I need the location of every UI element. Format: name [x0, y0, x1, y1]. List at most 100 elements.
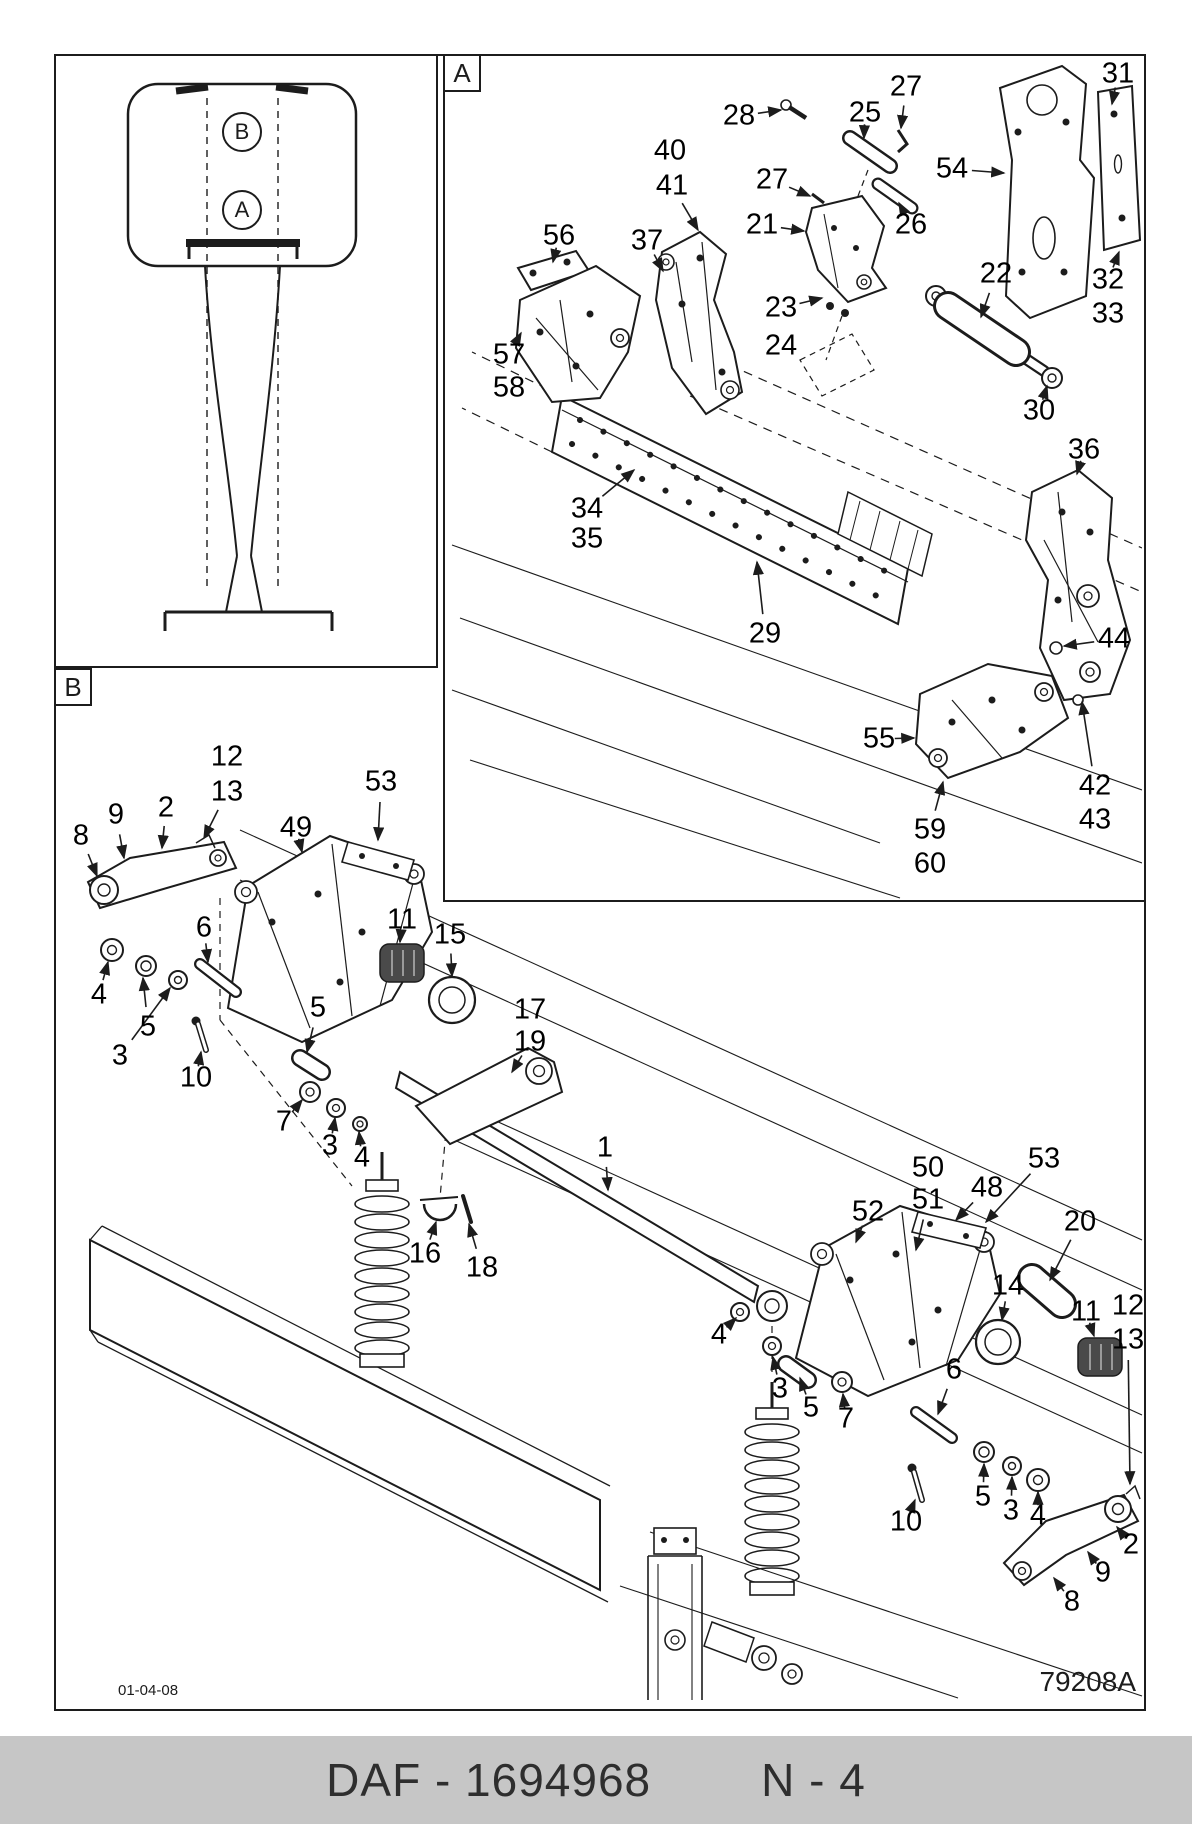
- part-callout: 9: [1094, 1556, 1112, 1589]
- part-callout: 7: [837, 1402, 855, 1435]
- part-callout: 32: [1091, 263, 1125, 296]
- panel-b-label: B: [54, 668, 92, 706]
- part-callout: 37: [630, 224, 664, 257]
- callout-leader-lines: [87, 87, 1136, 1592]
- callout-leader-line: [652, 254, 664, 273]
- part-callout: 5: [974, 1480, 992, 1513]
- part-callout: 51: [911, 1183, 945, 1216]
- part-callout: 29: [748, 617, 782, 650]
- panel-b-drawing: [86, 829, 1143, 1700]
- part-callout: 33: [1091, 297, 1125, 330]
- callout-leader-line: [752, 560, 764, 615]
- callout-leader-line: [681, 202, 699, 232]
- callout-leader-line: [934, 780, 946, 811]
- part-callout: 8: [1063, 1585, 1081, 1618]
- part-callout: 12: [1111, 1289, 1145, 1322]
- callout-leader-line: [1109, 250, 1120, 268]
- part-callout: 27: [889, 70, 923, 103]
- part-callout: 26: [894, 208, 928, 241]
- part-callout: 54: [935, 152, 969, 185]
- part-callout: 41: [655, 169, 689, 202]
- part-callout: 50: [911, 1151, 945, 1184]
- part-callout: 10: [179, 1061, 213, 1094]
- callout-leader-line: [855, 1225, 866, 1244]
- callout-leader-line: [304, 1027, 316, 1054]
- part-callout: 4: [90, 978, 108, 1011]
- part-callout: 16: [408, 1237, 442, 1270]
- part-callout: 18: [465, 1251, 499, 1284]
- part-callout: 20: [1063, 1205, 1097, 1238]
- part-callout: 53: [1027, 1142, 1061, 1175]
- callout-leader-line: [327, 1116, 339, 1134]
- callout-leader-line: [116, 834, 128, 860]
- callout-leader-line: [601, 468, 636, 497]
- part-callout: 19: [513, 1025, 547, 1058]
- callout-leader-line: [978, 1462, 990, 1483]
- callout-leader-line: [1075, 460, 1086, 476]
- part-callout: 52: [851, 1195, 885, 1228]
- part-callout: 4: [353, 1141, 371, 1174]
- callout-leader-line: [1084, 1322, 1096, 1338]
- part-callout: 3: [1002, 1494, 1020, 1527]
- panel-a-label: A: [443, 54, 481, 92]
- footer-bar: DAF - 1694968 N - 4: [0, 1736, 1192, 1824]
- callout-leader-line: [799, 295, 824, 307]
- part-callout: 2: [157, 791, 175, 824]
- callout-leader-line: [193, 1050, 205, 1067]
- callout-leader-line: [467, 1222, 478, 1250]
- part-callout: 34: [570, 492, 604, 525]
- part-callout: 56: [542, 219, 576, 252]
- callout-leader-line: [203, 809, 219, 840]
- callout-leader-line: [509, 331, 522, 347]
- callout-leader-line: [1078, 700, 1093, 767]
- part-callout: 22: [979, 257, 1013, 290]
- part-callout: 53: [364, 765, 398, 798]
- footer-page-number: N - 4: [761, 1754, 866, 1806]
- footer-part-number: DAF - 1694968: [326, 1754, 652, 1806]
- part-callout: 48: [970, 1171, 1004, 1204]
- part-callout: 17: [513, 993, 547, 1026]
- part-callout: 4: [1029, 1499, 1047, 1532]
- part-callout: 5: [802, 1391, 820, 1424]
- cab-schematic-drawing: [126, 82, 358, 631]
- panel-a-frame: [443, 54, 1146, 902]
- part-callout: 3: [111, 1039, 129, 1072]
- callout-leader-line: [354, 1130, 366, 1147]
- callout-leader-line: [289, 1098, 304, 1114]
- callout-leader-line: [1124, 1359, 1136, 1486]
- part-callout: 6: [195, 911, 213, 944]
- callout-leader-line: [426, 1220, 438, 1240]
- part-callout: 8: [72, 819, 90, 852]
- inset-cab-position-a: A: [222, 190, 262, 230]
- callout-leader-line: [99, 960, 110, 981]
- callout-leader-line: [1006, 1475, 1018, 1496]
- callout-leader-line: [1087, 1550, 1101, 1566]
- callout-leader-line: [1109, 87, 1121, 106]
- part-callout: 13: [210, 775, 244, 808]
- part-callout: 14: [991, 1269, 1025, 1302]
- part-callout: 6: [945, 1353, 963, 1386]
- callout-leader-line: [1062, 638, 1095, 650]
- part-callout: 9: [107, 798, 125, 831]
- callout-leader-line: [780, 223, 806, 235]
- callout-leader-line: [157, 825, 169, 850]
- drawing-number: 79208A: [1039, 1666, 1136, 1697]
- callout-leader-line: [954, 1201, 974, 1222]
- part-callout: 15: [433, 918, 467, 951]
- part-callout: 60: [913, 847, 947, 880]
- part-callout: 40: [653, 134, 687, 167]
- callout-leader-line: [511, 1055, 524, 1074]
- callout-leader-line: [1037, 384, 1049, 401]
- callout-leader-line: [293, 838, 305, 854]
- part-callout: 13: [1111, 1323, 1145, 1356]
- callout-leader-line: [984, 1173, 1032, 1224]
- part-callout: 36: [1067, 433, 1101, 466]
- callout-leader-line: [838, 1392, 851, 1408]
- part-callout: 24: [764, 329, 798, 362]
- callout-leader-line: [1116, 1525, 1130, 1541]
- part-callout: 7: [275, 1105, 293, 1138]
- part-callout: 28: [722, 99, 756, 132]
- callout-leader-line: [979, 292, 991, 319]
